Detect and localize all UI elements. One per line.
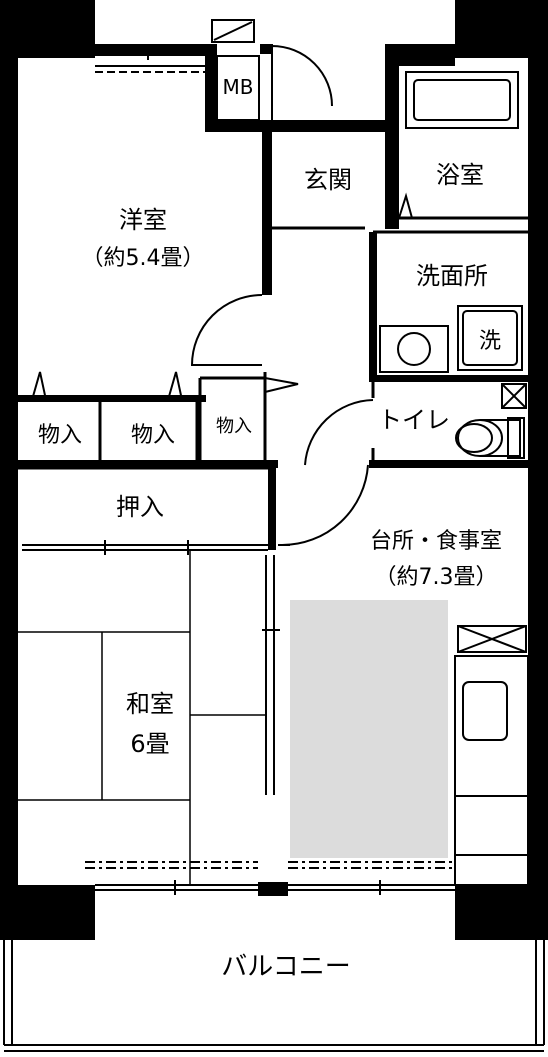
- column-bottom-left: [0, 885, 95, 940]
- balcony-rail: [3, 940, 545, 1052]
- label-kitchen-size: （約7.3畳）: [375, 565, 498, 590]
- storage-door-mark-3: [264, 377, 299, 393]
- washer-pan: [457, 305, 523, 371]
- wall-bath-top: [385, 44, 455, 66]
- label-storage-3: 物入: [216, 416, 252, 437]
- label-japanese-room-size: 6畳: [130, 730, 169, 758]
- wall-entrance-right: [385, 44, 399, 229]
- storage-door-mark-1: [31, 371, 47, 401]
- label-closet: 押入: [116, 493, 164, 521]
- range-hood: [457, 625, 527, 653]
- wall-western-right: [262, 120, 272, 295]
- label-western-room-size: （約5.4畳）: [82, 246, 205, 271]
- wall-top-left: [95, 44, 205, 56]
- windows: [22, 44, 455, 895]
- column-bottom-right: [455, 885, 548, 940]
- column-top-right: [455, 0, 548, 58]
- label-kitchen: 台所・食事室: [370, 529, 502, 554]
- toilet-vent: [501, 383, 527, 409]
- label-western-room: 洋室: [119, 206, 167, 234]
- meter-box: [211, 19, 255, 43]
- kitchen-door: [281, 464, 369, 547]
- western-room-door: [190, 294, 263, 366]
- wall-balcony-center: [258, 882, 288, 896]
- kitchen-sink: [462, 681, 508, 741]
- wall-mb-bottom: [205, 120, 385, 132]
- fixtures: [211, 19, 529, 886]
- tatami-grid: [18, 550, 266, 885]
- label-meter-box: MB: [223, 75, 254, 99]
- label-balcony: バルコニー: [221, 952, 350, 982]
- label-japanese-room: 和室: [126, 690, 174, 718]
- wash-basin: [379, 325, 449, 373]
- bath-door-mark: [398, 192, 413, 219]
- doors: [31, 44, 413, 547]
- label-storage-1: 物入: [38, 423, 82, 448]
- label-bath: 浴室: [436, 161, 484, 189]
- kitchen-floor-highlight: [290, 600, 448, 858]
- kitchen-counter: [454, 655, 529, 886]
- wall-right: [528, 58, 548, 885]
- wall-left: [0, 58, 18, 885]
- label-storage-2: 物入: [131, 423, 175, 448]
- toilet-door: [304, 399, 374, 466]
- bathtub: [405, 71, 519, 129]
- partition-heavy: [16, 232, 528, 550]
- label-entrance: 玄関: [304, 166, 352, 194]
- walls: [0, 0, 548, 940]
- wall-mb-left: [205, 44, 217, 132]
- storage-door-mark-2: [167, 371, 183, 401]
- label-washroom: 洗面所: [416, 262, 488, 290]
- wall-entrance-top: [260, 44, 272, 54]
- column-top-left: [0, 0, 95, 58]
- label-washer: 洗: [479, 329, 501, 354]
- label-toilet: トイレ: [378, 406, 450, 434]
